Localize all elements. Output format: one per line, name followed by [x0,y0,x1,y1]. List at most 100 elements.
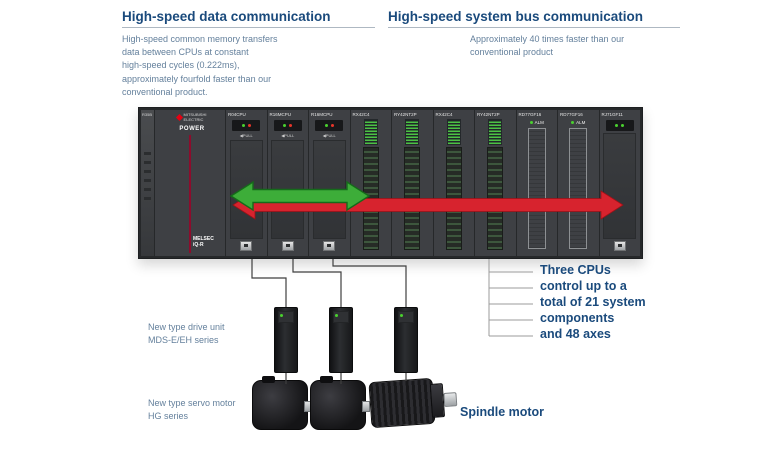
terminal-block [362,147,379,250]
module-label: RY42NT2P [477,112,500,117]
bus-communication-description: Approximately 40 times faster than our c… [470,33,624,59]
spindle-motor-endcap [429,383,446,418]
module-label: RY42NT2P [394,112,417,117]
label-line: MDS-E/EH series [148,335,219,346]
cpu-module: R16MCPU ◀PULL [267,110,308,256]
cpu-module: R04CPU ◀PULL [226,110,267,256]
servo-motor [310,376,370,430]
description-line: high-speed cycles (0.222ms), [122,60,240,71]
heading-system-bus-communication: High-speed system bus communication [388,9,644,24]
drive-unit-label: New type drive unit MDS-E/EH series [148,321,225,347]
spindle-motor-body [368,377,436,429]
alarm-led [571,121,575,124]
drive-unit [329,307,353,373]
description-line: High-speed common memory transfers [122,34,278,44]
motion-module: RD77GF16 ALM [516,110,557,256]
connector-block [527,128,546,249]
cpu-capacity-note: Three CPUs control up to a total of 21 s… [540,262,646,342]
io-led-grid [405,119,420,145]
motion-module: RD77GF16 ALM [558,110,599,256]
label-line: New type drive unit [148,322,225,332]
io-led-grid [363,119,378,145]
error-led [289,124,293,127]
ethernet-port [323,241,336,251]
description-line: approximately fourfold faster than our [122,73,272,84]
module-label: R04CPU [228,112,246,117]
ready-led [241,124,245,127]
terminal-block [404,147,421,250]
module-door [603,133,637,239]
description-line: conventional product [470,47,554,58]
melsec-logo: MELSEC iQ-R [193,236,214,248]
note-line: total of 21 system [540,295,646,309]
error-led [247,124,251,127]
module-label: RX42C4 [435,112,453,117]
servo-motor-label: New type servo motor HG series [148,397,236,423]
module-label: RX42C4 [352,112,370,117]
pull-tab-label: ◀PULL [281,133,295,138]
module-label: R16MCPU [269,112,292,117]
mitsubishi-diamond-logo [175,113,183,122]
ethernet-port [613,241,626,251]
module-door [312,140,346,239]
module-label: RD77GF16 [560,112,583,117]
io-module: RY42NT2P [392,110,433,256]
module-label: RD77GF16 [518,112,542,117]
spindle-motor [368,371,464,435]
drive-unit [394,307,418,373]
label-line: HG series [148,411,189,422]
alarm-led-label: ALM [529,120,544,125]
link-led [621,124,625,127]
alarm-led-label: ALM [571,120,585,125]
cpu-module: R16MCPU ◀PULL [309,110,350,256]
rack-base-label: R35B [142,112,153,117]
pull-tab-label: ◀PULL [322,133,336,138]
module-label: RJ71GF11 [601,112,623,117]
pull-tab-label: ◀PULL [239,133,253,138]
spindle-motor-shaft [443,392,458,408]
run-led [615,124,619,127]
status-led-panel [315,120,344,131]
description-line: conventional product. [122,86,208,97]
io-module: RX42C4 [350,110,391,256]
rack-base-endcap: R35B [141,110,154,256]
alarm-led [529,121,533,124]
description-line: data between CPUs at constant [122,47,249,58]
power-module-label: POWER [179,126,205,132]
ready-led [324,124,328,127]
ethernet-port [240,241,253,251]
terminal-block [487,147,504,250]
module-label: R16MCPU [311,112,333,117]
spindle-motor-label: Spindle motor [460,405,545,419]
status-led-panel [273,120,302,131]
data-communication-description: High-speed common memory transfers data … [122,33,278,99]
ready-led [283,124,287,127]
terminal-block [445,147,462,250]
io-led-grid [488,119,503,145]
note-line: and 48 axes [540,327,611,341]
io-module: RY42NT2P [475,110,516,256]
io-led-grid [446,119,461,145]
module-door [271,140,305,239]
heading-data-communication: High-speed data communication [122,9,331,24]
servo-motor [252,376,312,430]
note-line: control up to a [540,279,627,293]
status-led-panel [232,120,261,131]
note-line: components [540,311,615,325]
module-door [229,140,263,239]
heading-underline-right [388,27,680,28]
error-led [330,124,334,127]
drive-unit [274,307,298,373]
connector-block [569,128,588,249]
network-module: RJ71GF11 [599,110,640,256]
note-bracket-lines [488,259,533,337]
ethernet-port [281,241,294,251]
heading-underline-left [122,27,375,28]
power-module-face: MELSEC iQ-R [189,135,214,253]
note-line: Three CPUs [540,263,611,277]
label-line: New type servo motor [148,398,236,408]
